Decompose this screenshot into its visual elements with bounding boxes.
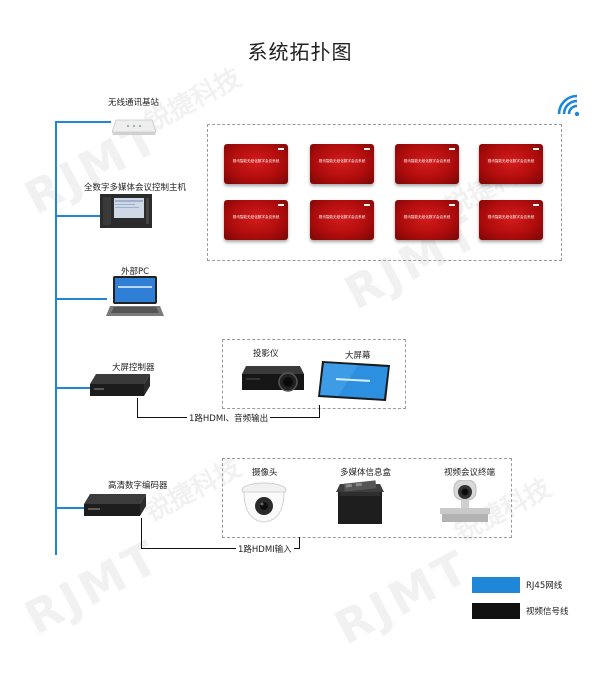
encoder-label: 高清数字编码器 [108,481,168,491]
display-output-group [222,339,406,409]
display-wall-group [207,124,562,261]
legend-network-label: RJ45网线 [526,581,563,591]
display-panel: 视讯智能无纸化数字会议系统 [479,144,543,184]
wifi-icon [557,94,581,117]
screen-controller-label: 大屏控制器 [112,363,155,373]
legend-video-swatch [472,603,520,619]
display-panel: 视讯智能无纸化数字会议系统 [479,200,543,240]
network-branch-controller [55,387,91,389]
big-screen-label: 大屏幕 [345,351,371,361]
host-label: 全数字多媒体会议控制主机 [84,183,187,193]
page-title: 系统拓扑图 [247,40,353,64]
video-terminal-label: 视频会议终端 [444,468,496,478]
wireless-base-label: 无线通讯基站 [108,98,160,108]
host-device [100,194,152,228]
video-line [141,548,300,549]
video-line [319,405,320,418]
watermark-brand: RJMT [325,538,480,656]
projector-label: 投影仪 [253,349,279,359]
network-backbone-line [55,121,57,555]
video-line [299,537,300,549]
hdmi-input-label: 1路HDMI输入 [236,543,294,555]
video-line [141,518,142,549]
input-devices-group [222,458,512,538]
big-screen-icon [318,361,390,403]
network-branch-base [55,121,111,123]
legend-video-label: 视频信号线 [526,607,569,617]
video-terminal-icon [440,479,490,526]
display-panel: 视讯智能无纸化数字会议系统 [395,200,459,240]
wireless-base-device [111,116,157,136]
video-line [137,398,138,418]
display-panel: 视讯智能无纸化数字会议系统 [224,200,288,240]
network-branch-host [55,215,101,217]
screen-controller-device [90,374,150,398]
media-box-icon [336,478,384,526]
camera-label: 摄像头 [252,468,278,478]
display-panel: 视讯智能无纸化数字会议系统 [224,144,288,184]
hdmi-audio-output-label: 1路HDMI、音频输出 [187,412,271,424]
external-pc-label: 外部PC [121,267,150,277]
laptop-icon [106,276,164,318]
display-panel: 视讯智能无纸化数字会议系统 [310,200,374,240]
legend-network-swatch [472,577,520,593]
dome-camera-icon [240,480,288,526]
projector-icon [240,362,304,394]
watermark-brand: RJMT [15,528,170,646]
display-panel: 视讯智能无纸化数字会议系统 [310,144,374,184]
display-panel: 视讯智能无纸化数字会议系统 [395,144,459,184]
encoder-device [84,494,146,518]
media-box-label: 多媒体信息盒 [340,468,392,478]
network-branch-pc [55,298,107,300]
network-branch-encoder [55,507,85,509]
